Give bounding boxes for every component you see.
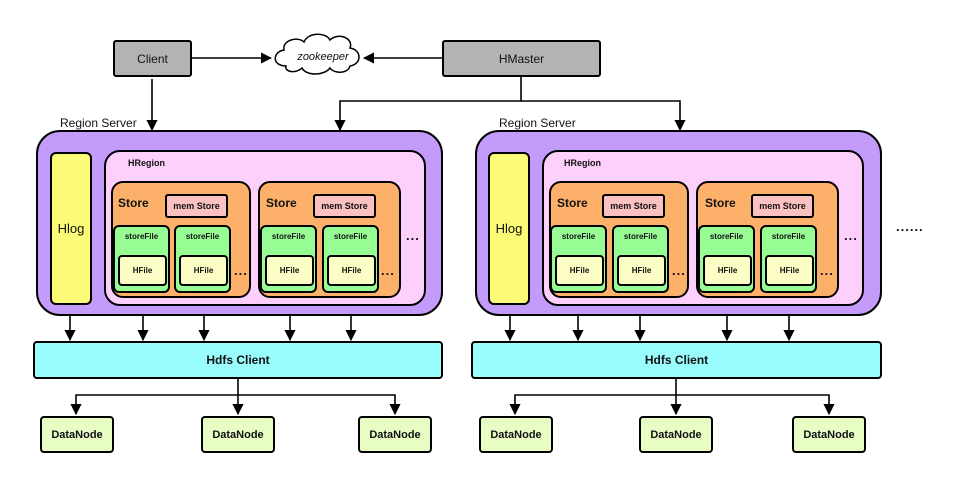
- memstore: mem Store: [602, 194, 665, 218]
- ellipsis: ...: [844, 228, 858, 243]
- datanode: DataNode: [479, 416, 553, 453]
- memstore-label: mem Store: [759, 201, 806, 211]
- datanode-label: DataNode: [369, 428, 421, 441]
- storefile-label: storeFile: [709, 232, 744, 241]
- storefile-label: storeFile: [271, 232, 306, 241]
- hfile: HFile: [265, 255, 314, 286]
- datanode-label: DataNode: [803, 428, 855, 441]
- store-label: Store: [118, 196, 149, 210]
- hfile-label: HFile: [341, 266, 362, 275]
- client-box: Client: [113, 40, 192, 77]
- storefile-label: storeFile: [771, 232, 806, 241]
- hdfs-client-label: Hdfs Client: [644, 353, 709, 367]
- hregion-label: HRegion: [564, 158, 601, 168]
- datanode: DataNode: [358, 416, 432, 453]
- hlog-label: Hlog: [495, 221, 523, 236]
- store-label: Store: [266, 196, 297, 210]
- hmaster-label: HMaster: [498, 51, 545, 66]
- storefile-label: storeFile: [333, 232, 368, 241]
- hlog: Hlog: [488, 152, 530, 305]
- hmaster-box: HMaster: [442, 40, 601, 77]
- datanode-label: DataNode: [51, 428, 103, 441]
- hfile-label: HFile: [779, 266, 800, 275]
- ellipsis: ...: [406, 228, 420, 243]
- storefile-label: storeFile: [623, 232, 658, 241]
- memstore-label: mem Store: [321, 201, 368, 211]
- memstore: mem Store: [165, 194, 228, 218]
- hregion-label: HRegion: [128, 158, 165, 168]
- ellipsis: ...: [381, 263, 395, 278]
- hdfs-client-label: Hdfs Client: [206, 353, 270, 367]
- more-servers-dots: ......: [896, 219, 924, 234]
- memstore-label: mem Store: [610, 201, 657, 211]
- hfile-label: HFile: [193, 266, 214, 275]
- storefile-label: storeFile: [185, 232, 220, 241]
- datanode: DataNode: [40, 416, 114, 453]
- zookeeper-cloud-shape: [274, 33, 360, 75]
- hfile-label: HFile: [569, 266, 590, 275]
- storefile-label: storeFile: [561, 232, 596, 241]
- datanode: DataNode: [639, 416, 713, 453]
- hfile: HFile: [555, 255, 604, 286]
- region-server-label: Region Server: [60, 116, 137, 130]
- memstore: mem Store: [751, 194, 814, 218]
- memstore: mem Store: [313, 194, 376, 218]
- datanode-label: DataNode: [650, 428, 702, 441]
- memstore-label: mem Store: [173, 201, 220, 211]
- storefile-label: storeFile: [124, 232, 159, 241]
- datanode: DataNode: [201, 416, 275, 453]
- hdfs-client: Hdfs Client: [471, 341, 882, 379]
- hfile: HFile: [118, 255, 167, 286]
- hfile-label: HFile: [132, 266, 153, 275]
- hfile-label: HFile: [631, 266, 652, 275]
- zookeeper-label: zookeeper: [297, 51, 349, 63]
- region-server-label: Region Server: [499, 116, 576, 130]
- hfile: HFile: [327, 255, 376, 286]
- store-label: Store: [705, 196, 736, 210]
- client-label: Client: [137, 51, 168, 66]
- hfile: HFile: [179, 255, 228, 286]
- hfile: HFile: [617, 255, 666, 286]
- datanode: DataNode: [792, 416, 866, 453]
- hfile-label: HFile: [717, 266, 738, 275]
- hfile: HFile: [765, 255, 814, 286]
- ellipsis: ...: [234, 263, 248, 278]
- hfile: HFile: [703, 255, 752, 286]
- hdfs-client: Hdfs Client: [33, 341, 443, 379]
- hlog-label: Hlog: [57, 221, 85, 236]
- datanode-label: DataNode: [490, 428, 542, 441]
- datanode-label: DataNode: [212, 428, 264, 441]
- hlog: Hlog: [50, 152, 92, 305]
- ellipsis: ...: [820, 263, 834, 278]
- store-label: Store: [557, 196, 588, 210]
- hfile-label: HFile: [279, 266, 300, 275]
- ellipsis: ...: [672, 263, 686, 278]
